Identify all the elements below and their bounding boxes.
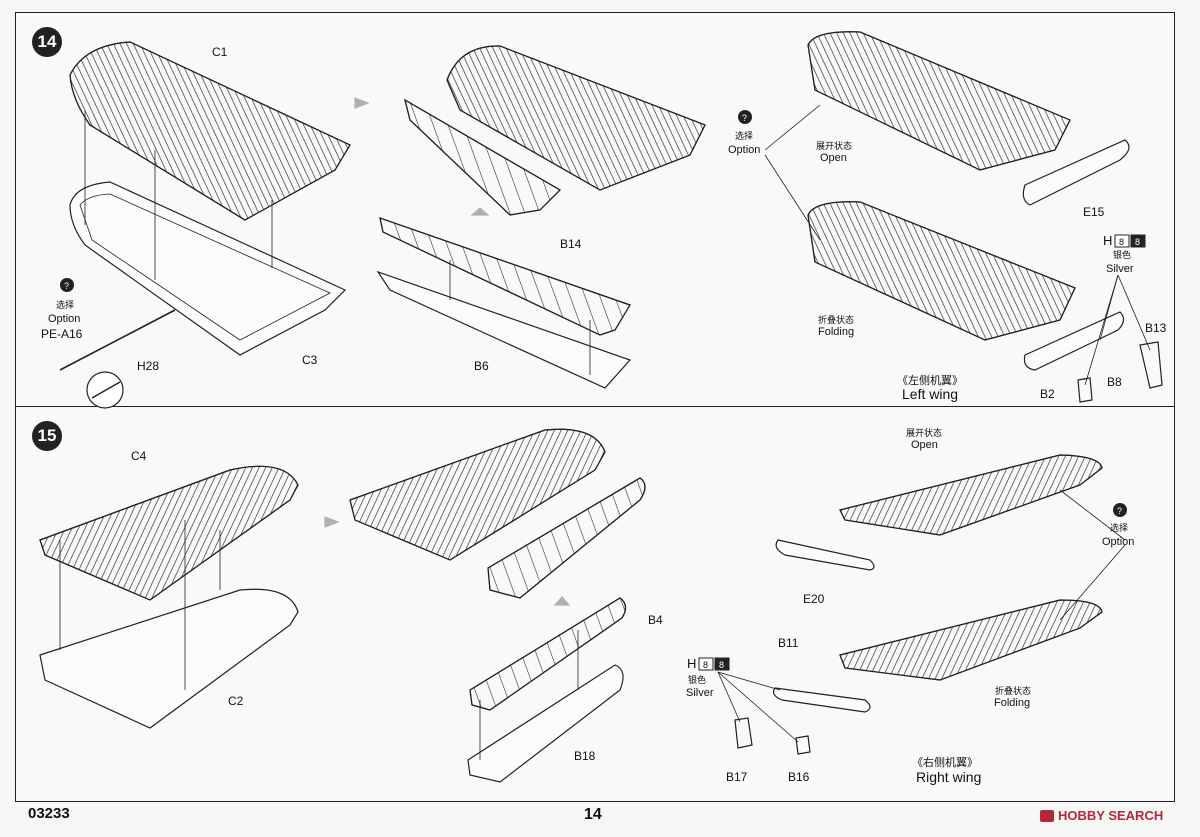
part-c4-shape	[39, 465, 299, 601]
label-b2: B2	[1040, 387, 1055, 401]
label-h28: H28	[137, 359, 159, 373]
label-b14: B14	[560, 237, 582, 251]
paint-en: Silver	[1106, 263, 1134, 275]
paint-cn: 银色	[1113, 249, 1131, 260]
watermark: HOBBY SEARCH	[1040, 808, 1163, 823]
option-help-icon	[60, 278, 74, 292]
caption-cn: 《左侧机翼》	[897, 373, 963, 387]
step-arrow-up	[470, 207, 490, 216]
watermark-logo-icon	[1040, 809, 1054, 822]
option-icon-glyph: ?	[742, 113, 747, 123]
paint-letter: H	[687, 656, 696, 671]
part-e20-shape	[775, 539, 875, 571]
step-arrow-up	[553, 596, 571, 606]
paint-swatch-b	[1130, 234, 1146, 248]
option-en: Option	[728, 144, 760, 156]
label-b13: B13	[1145, 321, 1167, 335]
wing-open-right	[839, 454, 1103, 536]
part-b6-shape	[376, 270, 632, 389]
folding-cn: 折叠状态	[818, 314, 854, 325]
option-cn: 选择	[735, 130, 753, 141]
folding-en: Folding	[818, 326, 854, 338]
open-en: Open	[820, 152, 847, 164]
label-b4: B4	[648, 613, 663, 627]
part-c3-shape	[69, 181, 347, 356]
folding-cn: 折叠状态	[995, 685, 1031, 696]
open-cn: 展开状态	[906, 427, 942, 438]
paint-letter: H	[1103, 233, 1112, 248]
label-c2: C2	[228, 694, 244, 708]
caption-en: Right wing	[916, 769, 981, 785]
folding-en: Folding	[994, 697, 1030, 709]
label-b18: B18	[574, 749, 596, 763]
part-b16-shape	[795, 735, 811, 755]
part-b11-shape	[772, 687, 871, 713]
step-divider	[15, 406, 1175, 407]
part-b18-shape	[467, 664, 624, 783]
paint-cn: 银色	[688, 674, 706, 685]
label-b6: B6	[474, 359, 489, 373]
caption-en: Left wing	[902, 386, 958, 402]
step-arrow-right	[324, 516, 340, 528]
part-b8-shape	[1023, 311, 1125, 371]
step-15-drawing	[39, 428, 1126, 783]
paint-swatch-a	[1114, 234, 1130, 248]
part-c2-shape	[39, 588, 299, 729]
label-b11: B11	[778, 636, 799, 650]
watermark-text: HOBBY SEARCH	[1058, 808, 1164, 823]
label-b17: B17	[726, 770, 748, 784]
open-en: Open	[911, 439, 938, 451]
paint-code-b: 8	[1135, 237, 1140, 247]
option-help-icon	[738, 110, 752, 124]
option-en: Option	[1102, 536, 1134, 548]
option-cn: 选择	[1110, 522, 1128, 533]
option-icon-glyph: ?	[64, 281, 69, 291]
step-arrow-right	[354, 97, 370, 109]
step-14-drawing	[59, 31, 1163, 409]
part-e15-shape	[1022, 139, 1130, 206]
label-c4: C4	[131, 449, 147, 463]
open-cn: 展开状态	[816, 140, 852, 151]
label-b16: B16	[788, 770, 810, 784]
part-b17-shape	[734, 717, 753, 749]
paint-swatch-b	[714, 657, 730, 671]
option-cn: 选择	[56, 299, 74, 310]
label-e20: E20	[803, 592, 825, 606]
paint-code-a: 8	[703, 660, 708, 670]
paint-code-a: 8	[1119, 237, 1124, 247]
option-help-icon	[1113, 503, 1127, 517]
page-number: 14	[584, 806, 602, 823]
label-e15: E15	[1083, 205, 1105, 219]
paint-swatch-a	[698, 657, 714, 671]
part-b2-shape	[1077, 377, 1093, 403]
paint-code-b: 8	[719, 660, 724, 670]
label-b8: B8	[1107, 375, 1122, 389]
caption-cn: 《右侧机翼》	[912, 755, 978, 769]
label-c1: C1	[212, 45, 228, 59]
label-c3: C3	[302, 353, 318, 367]
part-b13-shape	[1139, 341, 1163, 389]
option-en: Option	[48, 313, 80, 325]
step-14-badge: 14	[32, 27, 62, 57]
label-pe-a16: PE-A16	[41, 327, 83, 341]
option-icon-glyph: ?	[1117, 506, 1122, 516]
paint-en: Silver	[686, 687, 714, 699]
step-15-badge: 15	[32, 421, 62, 451]
product-code: 03233	[28, 805, 70, 822]
